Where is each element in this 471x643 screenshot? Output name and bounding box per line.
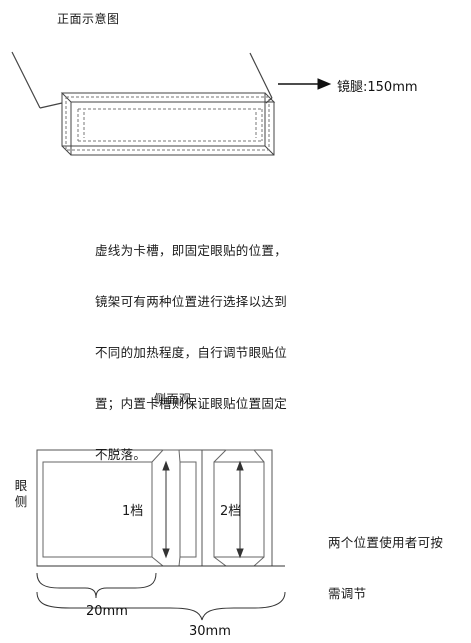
description-line: 镜架可有两种位置进行选择以达到 (95, 294, 288, 309)
temple-arrow (278, 78, 332, 90)
front-frame (11, 51, 276, 156)
dimension-30mm: 30mm (189, 624, 231, 639)
side-view-title: 侧面观 (154, 392, 192, 406)
description-line: 不同的加热程度，自行调节眼贴位 (95, 345, 288, 360)
description-line: 不脱落。 (95, 447, 147, 462)
eye-side-label: 眼侧 (14, 478, 28, 510)
slot-2-label: 2档 (220, 504, 242, 519)
side-frame (36, 449, 285, 567)
slot-1-label: 1档 (122, 504, 144, 519)
adjustment-note-line: 两个位置使用者可按 (328, 535, 444, 550)
dimension-20mm: 20mm (86, 604, 128, 619)
temple-length-label: 镜腿:150mm (337, 80, 418, 95)
eye-side-char: 侧 (14, 494, 28, 509)
description-line: 虚线为卡槽，即固定眼贴的位置， (95, 243, 288, 258)
description-text: 虚线为卡槽，即固定眼贴的位置， 镜架可有两种位置进行选择以达到 不同的加热程度，… (95, 208, 287, 480)
adjustment-note: 两个位置使用者可按 需调节 (328, 500, 443, 619)
front-view-title: 正面示意图 (57, 12, 120, 26)
adjustment-note-line: 需调节 (328, 586, 367, 601)
eye-side-char: 眼 (14, 478, 28, 493)
dimension-braces (36, 572, 286, 621)
description-line: 置；内置卡槽则保证眼贴位置固定 (95, 396, 288, 411)
